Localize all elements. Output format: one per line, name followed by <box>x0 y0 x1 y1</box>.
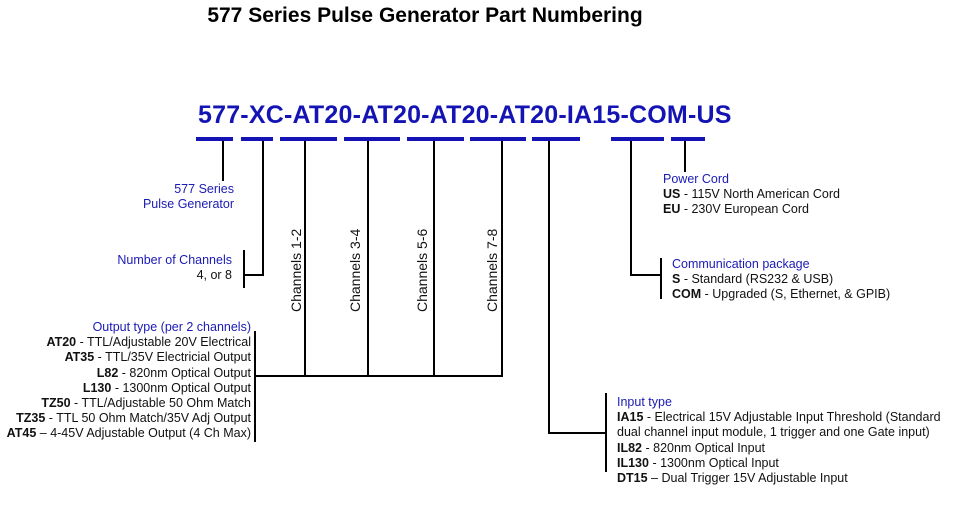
part-number: 577-XC-AT20-AT20-AT20-AT20-IA15-COM-US <box>198 101 732 129</box>
segment-bar-comm <box>611 137 664 141</box>
option-description: TTL/35V Electricial Output <box>105 350 251 365</box>
option-row: L82 - 820nm Optical Output <box>7 366 251 381</box>
power-cord-block: Power Cord US - 115V North American Cord… <box>663 172 840 218</box>
segment-bar-power <box>671 137 705 141</box>
channel-label-3-4: Channels 3-4 <box>347 228 363 312</box>
option-separator: - <box>643 410 655 425</box>
option-code: TZ50 <box>41 396 71 411</box>
channels-values: 4, or 8 <box>196 268 232 283</box>
option-code: AT35 <box>64 350 95 365</box>
channel-label-5-6: Channels 5-6 <box>414 228 430 312</box>
option-separator: - <box>701 287 713 302</box>
leader-input <box>548 141 606 434</box>
option-description: Dual Trigger 15V Adjustable Input <box>661 471 848 486</box>
option-separator: - <box>111 380 123 395</box>
communication-heading: Communication package <box>672 257 810 271</box>
option-row: TZ35 - TTL 50 Ohm Match/35V Adj Output <box>7 411 251 426</box>
input-type-block: Input type IA15 - Electrical 15V Adjusta… <box>617 395 941 486</box>
segment-bar-xc <box>241 137 273 141</box>
option-separator: - <box>70 396 82 411</box>
option-code: AT45 <box>6 426 37 441</box>
segment-bar-ch78 <box>470 137 526 141</box>
option-description: 4-45V Adjustable Output (4 Ch Max) <box>50 426 251 441</box>
option-code: AT20 <box>46 335 77 350</box>
option-description: TTL 50 Ohm Match/35V Adj Output <box>56 411 251 426</box>
option-description: 820nm Optical Output <box>129 365 251 380</box>
option-description: 820nm Optical Input <box>653 440 765 455</box>
communication-list: S - Standard (RS232 & USB)COM - Upgraded… <box>672 272 890 302</box>
leader-comm <box>630 141 661 276</box>
option-description: Upgraded (S, Ethernet, & GPIB) <box>712 287 891 302</box>
leader-channels <box>244 141 264 276</box>
series-line-1: 577 Series <box>174 182 234 196</box>
option-description: Electrical 15V Adjustable Input Threshol… <box>654 410 941 425</box>
option-row: AT20 - TTL/Adjustable 20V Electrical <box>7 335 252 350</box>
option-row: US - 115V North American Cord <box>663 187 840 202</box>
option-row: AT35 - TTL/35V Electricial Output <box>7 350 251 365</box>
option-row: DT15 – Dual Trigger 15V Adjustable Input <box>617 471 941 486</box>
option-separator: - <box>648 455 661 470</box>
option-code: EU <box>663 202 681 217</box>
option-separator: - <box>680 187 692 202</box>
option-separator: – <box>647 471 662 486</box>
option-separator: - <box>680 272 692 287</box>
option-code: IA15 <box>617 410 644 425</box>
option-code: IL130 <box>617 455 649 470</box>
option-row: TZ50 - TTL/Adjustable 50 Ohm Match <box>7 396 251 411</box>
option-separator: - <box>45 411 57 426</box>
option-code: COM <box>672 287 702 302</box>
communication-block: Communication package S - Standard (RS23… <box>672 257 890 303</box>
page-title: 577 Series Pulse Generator Part Numberin… <box>207 4 643 27</box>
option-row: IL130 - 1300nm Optical Input <box>617 456 941 471</box>
segment-bar-input <box>532 137 580 141</box>
option-row: EU - 230V European Cord <box>663 202 840 217</box>
option-row: L130 - 1300nm Optical Output <box>7 381 251 396</box>
segment-bar-ch12 <box>280 137 337 141</box>
option-code: DT15 <box>617 471 648 486</box>
power-cord-heading: Power Cord <box>663 172 729 186</box>
option-code: IL82 <box>617 440 643 455</box>
option-description: 115V North American Cord <box>691 187 840 202</box>
option-description: dual channel input module, 1 trigger and… <box>617 425 930 440</box>
option-description: TTL/Adjustable 50 Ohm Match <box>81 396 251 411</box>
input-type-list: IA15 - Electrical 15V Adjustable Input T… <box>617 410 941 486</box>
output-type-block: Output type (per 2 channels) AT20 - TTL/… <box>7 320 251 442</box>
option-row: COM - Upgraded (S, Ethernet, & GPIB) <box>672 287 890 302</box>
option-code: TZ35 <box>16 411 46 426</box>
output-type-heading: Output type (per 2 channels) <box>92 320 251 334</box>
option-code: S <box>672 272 681 287</box>
option-code: L130 <box>82 380 112 395</box>
option-row: AT45 – 4-45V Adjustable Output (4 Ch Max… <box>7 426 251 441</box>
option-code: US <box>663 187 681 202</box>
option-description: Standard (RS232 & USB) <box>691 272 834 287</box>
channel-label-1-2: Channels 1-2 <box>288 228 304 312</box>
segment-bar-ch56 <box>407 137 464 141</box>
option-separator: - <box>642 440 654 455</box>
option-code: L82 <box>96 365 119 380</box>
option-row: IL82 - 820nm Optical Input <box>617 441 941 456</box>
channels-label: Number of Channels 4, or 8 <box>117 253 232 283</box>
option-description: 230V European Cord <box>691 202 809 217</box>
segment-bar-ch34 <box>344 137 400 141</box>
option-row: IA15 - Electrical 15V Adjustable Input T… <box>617 410 941 425</box>
channels-heading: Number of Channels <box>117 253 232 267</box>
option-description: 1300nm Optical Output <box>122 380 251 395</box>
option-separator: - <box>76 335 88 350</box>
channel-label-7-8: Channels 7-8 <box>484 228 500 312</box>
option-description: TTL/Adjustable 20V Electrical <box>87 335 251 350</box>
input-type-heading: Input type <box>617 395 672 409</box>
series-label: 577 Series Pulse Generator <box>143 182 234 212</box>
option-separator: - <box>680 202 692 217</box>
series-line-2: Pulse Generator <box>142 197 234 212</box>
option-description: 1300nm Optical Input <box>660 455 779 470</box>
option-separator: – <box>36 426 51 441</box>
option-row: dual channel input module, 1 trigger and… <box>617 425 941 440</box>
option-separator: - <box>94 350 106 365</box>
option-row: S - Standard (RS232 & USB) <box>672 272 890 287</box>
segment-bar-577 <box>196 137 233 141</box>
option-separator: - <box>118 365 130 380</box>
